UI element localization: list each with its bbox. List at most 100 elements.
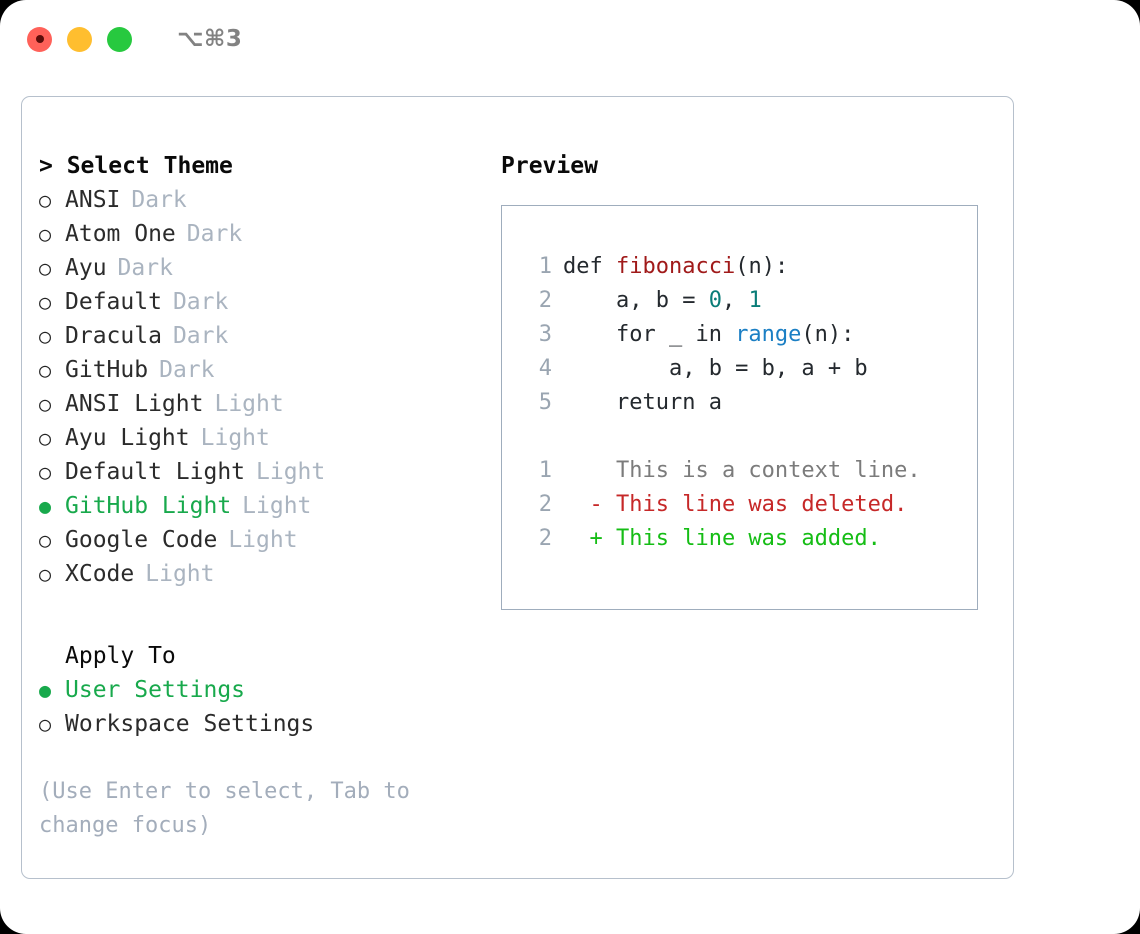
- theme-option-label: Default: [65, 289, 162, 315]
- code-line-number: 5: [538, 390, 552, 415]
- apply-to-option-workspace-settings[interactable]: ○Workspace Settings: [39, 707, 499, 741]
- theme-option-default[interactable]: ○ Default Dark: [39, 285, 499, 319]
- code-token-plain: return a: [563, 390, 722, 415]
- preview-title: Preview: [501, 153, 598, 179]
- radio-unselected-icon: ○: [39, 562, 52, 586]
- theme-option-default-light[interactable]: ○ Default Light Light: [39, 455, 499, 489]
- diff-line-ctx: 1 This is a context line.: [522, 454, 977, 488]
- theme-option-label: GitHub: [65, 357, 149, 383]
- diff-sample: 1 This is a context line.2 - This line w…: [522, 454, 977, 556]
- radio-unselected-icon: ○: [39, 188, 52, 212]
- theme-option-label: ANSI: [65, 187, 121, 213]
- code-token-plain: a, b =: [563, 288, 709, 313]
- close-button-icon[interactable]: [27, 26, 52, 52]
- title-bar: ⌥⌘3: [0, 0, 1140, 78]
- code-token-num: 0: [708, 288, 722, 313]
- theme-option-label: Ayu: [65, 255, 107, 281]
- theme-option-variant: Dark: [172, 289, 229, 315]
- code-token-call: range: [735, 322, 802, 347]
- theme-option-variant: Dark: [172, 323, 229, 349]
- theme-option-ayu[interactable]: ○ Ayu Dark: [39, 251, 499, 285]
- radio-unselected-icon: ○: [39, 426, 52, 450]
- radio-unselected-icon: ○: [39, 324, 52, 348]
- code-token-plain: a, b = b, a + b: [563, 356, 868, 381]
- diff-line-text: - This line was deleted.: [563, 492, 908, 517]
- code-line: 4 a, b = b, a + b: [522, 352, 977, 386]
- theme-option-variant: Light: [228, 527, 298, 553]
- radio-unselected-icon: ○: [39, 460, 52, 484]
- theme-option-variant: Dark: [186, 221, 243, 247]
- theme-option-atom-one[interactable]: ○ Atom One Dark: [39, 217, 499, 251]
- apply-to-heading: ○ Apply To: [39, 639, 499, 673]
- theme-option-ansi[interactable]: ○ ANSI Dark: [39, 183, 499, 217]
- keyboard-hint: (Use Enter to select, Tab to change focu…: [39, 779, 424, 838]
- section-spacer: [39, 591, 499, 639]
- diff-line-number: 1: [538, 458, 552, 483]
- close-dot-inner: [35, 35, 44, 43]
- theme-option-variant: Light: [200, 425, 270, 451]
- radio-unselected-icon: ○: [39, 256, 52, 280]
- diff-line-text: + This line was added.: [563, 526, 881, 551]
- window-controls: [27, 26, 132, 52]
- radio-unselected-icon: ○: [39, 392, 52, 416]
- theme-option-variant: Dark: [131, 187, 187, 213]
- radio-unselected-icon: ○: [39, 358, 52, 382]
- minimize-button-icon[interactable]: [67, 26, 92, 52]
- radio-unselected-icon: ○: [39, 222, 52, 246]
- code-token-plain: ,: [721, 288, 749, 313]
- code-token-plain: for _ in: [563, 322, 736, 347]
- radio-unselected-icon: ○: [39, 528, 52, 552]
- code-line-text: a, b = 0, 1: [563, 284, 762, 318]
- code-token-plain: (n):: [735, 254, 789, 279]
- theme-option-variant: Dark: [159, 357, 215, 383]
- diff-line-text: This is a context line.: [563, 458, 921, 483]
- theme-option-label: Dracula: [65, 323, 162, 349]
- theme-option-google-code[interactable]: ○ Google Code Light: [39, 523, 499, 557]
- diff-line-del: 2 - This line was deleted.: [522, 488, 977, 522]
- code-line: 3 for _ in range(n):: [522, 318, 977, 352]
- page-title: > Select Theme: [39, 153, 233, 179]
- apply-to-heading-marker-placeholder: ○: [39, 639, 65, 673]
- theme-option-github[interactable]: ○ GitHub Dark: [39, 353, 499, 387]
- apply-to-heading-label: Apply To: [65, 643, 176, 669]
- radio-unselected-icon: ○: [39, 290, 52, 314]
- code-line-number: 3: [538, 322, 552, 347]
- theme-option-label: Default Light: [65, 459, 246, 485]
- radio-selected-icon: ●: [39, 678, 52, 702]
- theme-option-label: Atom One: [65, 221, 176, 247]
- theme-option-variant: Light: [242, 493, 312, 519]
- code-line-text: def fibonacci(n):: [563, 250, 788, 284]
- code-line-number: 2: [538, 288, 552, 313]
- code-token-plain: (n):: [801, 322, 855, 347]
- theme-option-dracula[interactable]: ○ Dracula Dark: [39, 319, 499, 353]
- apply-to-option-user-settings[interactable]: ●User Settings: [39, 673, 499, 707]
- diff-line-add: 2 + This line was added.: [522, 522, 977, 556]
- theme-option-label: GitHub Light: [65, 493, 232, 519]
- code-line-number: 4: [538, 356, 552, 381]
- diff-line-number: 2: [538, 492, 552, 517]
- code-diff-spacer: [522, 420, 977, 454]
- keyboard-shortcut-label: ⌥⌘3: [177, 26, 243, 52]
- apply-to-option-list[interactable]: ●User Settings○Workspace Settings: [39, 673, 499, 741]
- zoom-button-icon[interactable]: [107, 26, 132, 52]
- code-line-text: a, b = b, a + b: [563, 352, 868, 386]
- theme-option-label: XCode: [65, 561, 135, 587]
- code-line-text: return a: [563, 386, 722, 420]
- code-token-fn: fibonacci: [615, 254, 736, 279]
- theme-option-label: Google Code: [65, 527, 218, 553]
- theme-option-variant: Light: [256, 459, 326, 485]
- theme-option-variant: Dark: [117, 255, 173, 281]
- diff-line-number: 2: [538, 526, 552, 551]
